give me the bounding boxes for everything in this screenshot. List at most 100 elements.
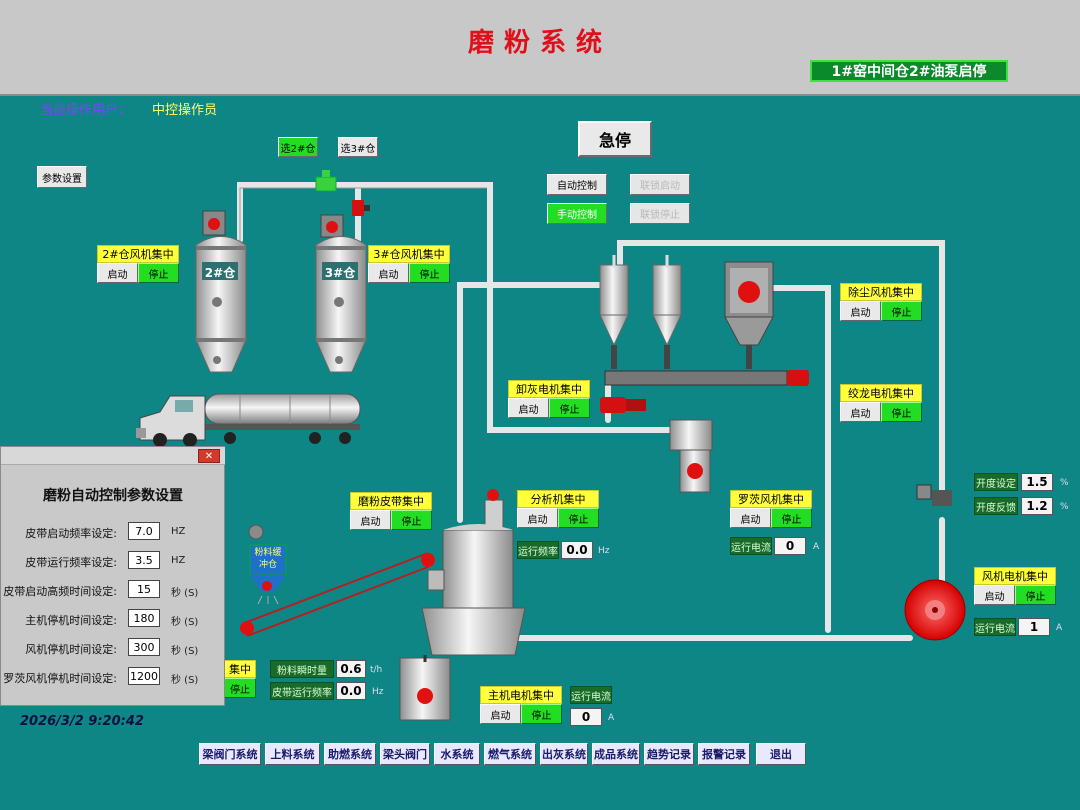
status-indicator[interactable]: 1#窑中间仓2#油泵启停 [810, 60, 1008, 82]
fan-current-unit: A [1056, 623, 1063, 633]
analyzer-freq-value: 0.0 [561, 541, 593, 559]
equipment-bin3-fan: 3#仓风机集中 启动停止 [368, 245, 450, 283]
stop-button[interactable]: 停止 [521, 704, 562, 724]
equipment-analyzer: 分析机集中 启动停止 [517, 490, 599, 528]
equipment-label: 风机电机集中 [974, 567, 1056, 585]
param-row: 皮带启动高频时间设定: 15 秒 (S) [1, 580, 225, 600]
param-input[interactable]: 180 [128, 609, 160, 627]
stop-button[interactable]: 停止 [881, 402, 922, 422]
param-row: 皮带运行频率设定: 3.5 HZ [1, 551, 225, 571]
nav-button[interactable]: 助燃系统 [324, 743, 376, 765]
nav-button[interactable]: 上料系统 [265, 743, 320, 765]
green-valve-icon [315, 170, 337, 192]
start-button[interactable]: 启动 [730, 508, 771, 528]
start-button[interactable]: 启动 [480, 704, 521, 724]
param-input[interactable]: 300 [128, 638, 160, 656]
nav-button[interactable]: 成品系统 [592, 743, 640, 765]
param-label: 主机停机时间设定: [25, 614, 117, 627]
nav-button[interactable]: 燃气系统 [484, 743, 536, 765]
buffer-bin-label: 粉料缓冲仓 [254, 548, 282, 570]
equipment-label: 主机电机集中 [480, 686, 562, 704]
belt-freq-label: 皮带运行频率 [270, 682, 334, 700]
tanker-truck-graphic [136, 393, 361, 447]
panel-title: 磨粉自动控制参数设置 [43, 488, 183, 504]
exit-button[interactable]: 退出 [756, 743, 806, 765]
equipment-fan-motor: 风机电机集中 启动停止 [974, 567, 1056, 605]
start-button[interactable]: 启动 [97, 263, 138, 283]
equipment-main-motor: 主机电机集中 启动停止 [480, 686, 562, 724]
param-label: 皮带运行频率设定: [25, 556, 117, 569]
start-button[interactable]: 启动 [517, 508, 558, 528]
manual-control-button[interactable]: 手动控制 [547, 203, 607, 224]
opening-fb-label: 开度反馈 [974, 497, 1018, 515]
linkage-stop-button[interactable]: 联锁停止 [630, 203, 690, 224]
estop-button[interactable]: 急停 [578, 121, 652, 157]
stop-button[interactable]: 停止 [771, 508, 812, 528]
opening-set-label: 开度设定 [974, 473, 1018, 491]
powder-rate-label: 粉料瞬时量 [270, 660, 334, 678]
param-row: 罗茨风机停机时间设定: 1200 秒 (S) [1, 667, 225, 687]
main-current-value: 0 [570, 708, 602, 726]
param-settings-panel: ✕ 磨粉自动控制参数设置 皮带启动频率设定: 7.0 HZ 皮带运行频率设定: … [0, 446, 225, 706]
start-button[interactable]: 启动 [508, 398, 549, 418]
param-unit: 秒 (S) [171, 617, 199, 628]
linkage-start-button[interactable]: 联锁启动 [630, 174, 690, 195]
param-input[interactable]: 3.5 [128, 551, 160, 569]
param-unit: HZ [171, 526, 186, 537]
param-label: 皮带启动高频时间设定: [3, 585, 117, 598]
panel-title-bar [1, 447, 225, 465]
start-button[interactable]: 启动 [974, 585, 1015, 605]
equipment-dust-fan: 除尘风机集中 启动停止 [840, 283, 922, 321]
param-label: 罗茨风机停机时间设定: [3, 672, 117, 685]
nav-button[interactable]: 出灰系统 [540, 743, 588, 765]
header-bar [0, 0, 1080, 96]
stop-button[interactable]: 停止 [224, 678, 256, 698]
nav-button[interactable]: 趋势记录 [644, 743, 694, 765]
mill-graphic [399, 489, 526, 721]
buffer-bin-graphic [248, 524, 287, 605]
opening-set-input[interactable]: 1.5 [1021, 473, 1053, 491]
stop-button[interactable]: 停止 [409, 263, 450, 283]
start-button[interactable]: 启动 [840, 402, 881, 422]
start-button[interactable]: 启动 [840, 301, 881, 321]
analyzer-freq-unit: Hz [598, 546, 610, 556]
fan-current-value: 1 [1018, 618, 1050, 636]
start-button[interactable]: 启动 [350, 510, 391, 530]
roots-current-unit: A [813, 542, 820, 552]
select-bin3-button[interactable]: 选3#仓 [338, 137, 378, 157]
select-bin2-button[interactable]: 选2#仓 [278, 137, 318, 157]
param-input[interactable]: 1200 [128, 667, 160, 685]
nav-button[interactable]: 水系统 [434, 743, 480, 765]
roots-current-label: 运行电流 [730, 537, 772, 555]
param-input[interactable]: 7.0 [128, 522, 160, 540]
param-settings-button[interactable]: 参数设置 [37, 166, 87, 188]
stop-button[interactable]: 停止 [138, 263, 179, 283]
opening-fb-value: 1.2 [1021, 497, 1053, 515]
start-button[interactable]: 启动 [368, 263, 409, 283]
equipment-label: 罗茨风机集中 [730, 490, 812, 508]
stop-button[interactable]: 停止 [558, 508, 599, 528]
belt-freq-value: 0.0 [336, 682, 366, 700]
equipment-roots-blower: 罗茨风机集中 启动停止 [730, 490, 812, 528]
equipment-label: 集中 [224, 660, 256, 678]
red-valve-icon [352, 200, 370, 216]
roots-blower-graphic [669, 419, 713, 493]
close-icon[interactable]: ✕ [198, 449, 220, 463]
stop-button[interactable]: 停止 [881, 301, 922, 321]
induced-fan-graphic [904, 579, 966, 641]
bag-filter-graphic [724, 261, 774, 369]
param-input[interactable]: 15 [128, 580, 160, 598]
equipment-mill-belt: 磨粉皮带集中 启动停止 [350, 492, 432, 530]
stop-button[interactable]: 停止 [1015, 585, 1056, 605]
equipment-label: 卸灰电机集中 [508, 380, 590, 398]
nav-button[interactable]: 梁头阀门 [380, 743, 430, 765]
equipment-ash-motor: 卸灰电机集中 启动停止 [508, 380, 590, 418]
equipment-label: 绞龙电机集中 [840, 384, 922, 402]
main-current-unit: A [608, 713, 615, 723]
auto-control-button[interactable]: 自动控制 [547, 174, 607, 195]
nav-button[interactable]: 报警记录 [698, 743, 750, 765]
stop-button[interactable]: 停止 [391, 510, 432, 530]
opening-fb-unit: % [1060, 502, 1069, 512]
stop-button[interactable]: 停止 [549, 398, 590, 418]
nav-button[interactable]: 梁阀门系统 [199, 743, 261, 765]
